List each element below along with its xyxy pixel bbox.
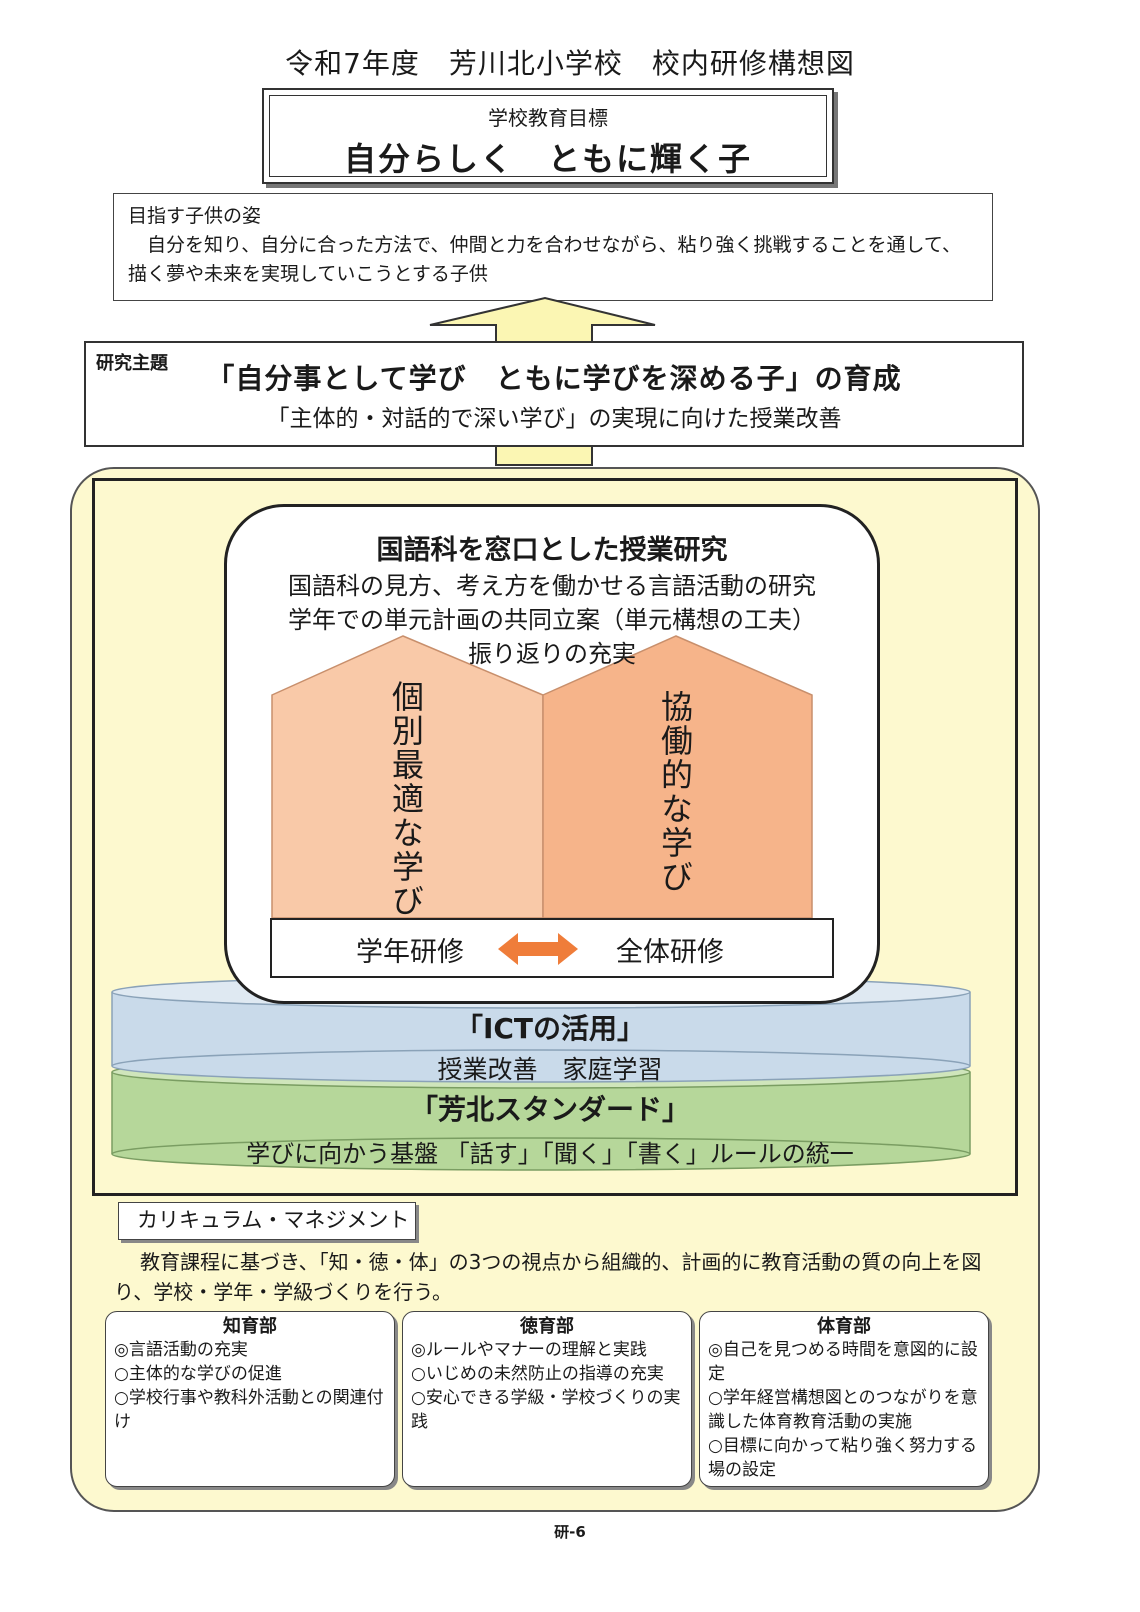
dept-title: 徳育部 [520, 1316, 574, 1337]
school-goal-inner-frame [269, 95, 827, 177]
dept-title: 知育部 [223, 1316, 277, 1337]
grade-training-label: 学年研修 [356, 937, 464, 968]
dept-item: ◎ルールやマナーの理解と実践 [411, 1340, 647, 1360]
foundation-cylinders [111, 975, 971, 1171]
school-goal-box: 学校教育目標 自分らしく ともに輝く子 [262, 88, 834, 184]
curriculum-description: 教育課程に基づき、「知・徳・体」の3つの視点から組織的、計画的に教育活動の質の向… [114, 1250, 982, 1304]
lesson-study-line-3: 振り返りの充実 [468, 640, 636, 668]
lesson-study-line-1: 国語科の見方、考え方を働かせる言語活動の研究 [288, 572, 816, 600]
lesson-study-title: 国語科を窓口とした授業研究 [376, 535, 728, 566]
dept-title: 体育部 [817, 1316, 871, 1337]
ideal-child-description: 自分を知り、自分に合った方法で、仲間と力を合わせながら、粘り強く挑戦することを通… [128, 234, 961, 285]
dept-item: ○目標に向かって粘り強く努力する場の設定 [708, 1436, 977, 1480]
dept-item: ○いじめの未然防止の指導の充実 [411, 1364, 664, 1384]
learning-pillars [271, 635, 813, 919]
research-theme-sub: 「主体的・対話的で深い学び」の実現に向けた授業改善 [266, 406, 842, 432]
pillar-right-shape [542, 635, 813, 919]
double-arrow-icon [498, 933, 578, 965]
dept-physical: 体育部 ◎自己を見つめる時間を意図的に設定 ○学年経営構想図とのつながりを意識し… [699, 1311, 989, 1487]
research-theme-main: 「自分事として学び ともに学びを深める子」の育成 [206, 362, 902, 395]
ideal-child-label: 目指す子供の姿 [128, 205, 262, 227]
dept-item: ○学年経営構想図とのつながりを意識した体育教育活動の実施 [708, 1388, 978, 1432]
pillar-left-label: 個別最適な学び [387, 680, 425, 918]
page-number: 研-6 [554, 1523, 586, 1541]
school-goal-text: 自分らしく ともに輝く子 [343, 140, 752, 178]
ict-title: 「ICTの活用」 [454, 1012, 646, 1045]
research-theme-box: 研究主題 「自分事として学び ともに学びを深める子」の育成 「主体的・対話的で深… [84, 341, 1024, 447]
dept-item: ○学校行事や教科外活動との関連付け [114, 1388, 384, 1432]
curriculum-label: カリキュラム・マネジメント [118, 1202, 416, 1240]
lesson-study-line-2: 学年での単元計画の共同立案（単元構想の工夫） [288, 606, 816, 634]
dept-item: ◎自己を見つめる時間を意図的に設定 [708, 1340, 978, 1384]
training-bar: 学年研修 全体研修 [270, 918, 834, 978]
ideal-child-box: 目指す子供の姿 自分を知り、自分に合った方法で、仲間と力を合わせながら、粘り強く… [113, 193, 993, 301]
dept-moral: 徳育部 ◎ルールやマナーの理解と実践 ○いじめの未然防止の指導の充実 ○安心でき… [402, 1311, 692, 1487]
all-training-label: 全体研修 [616, 937, 724, 968]
pillar-right-label: 協働的な学び [656, 690, 694, 894]
dept-intellectual: 知育部 ◎言語活動の充実 ○主体的な学びの促進 ○学校行事や教科外活動との関連付… [105, 1311, 395, 1487]
school-goal-label: 学校教育目標 [488, 106, 608, 130]
research-theme-label: 研究主題 [96, 353, 168, 374]
page-title: 令和7年度 芳川北小学校 校内研修構想図 [285, 47, 855, 80]
standard-title: 「芳北スタンダード」 [409, 1093, 690, 1126]
dept-item: ○主体的な学びの促進 [114, 1364, 282, 1384]
standard-description: 学びに向かう基盤 「話す」「聞く」「書く」ルールの統一 [246, 1140, 854, 1168]
dept-item: ◎言語活動の充実 [114, 1340, 248, 1360]
ict-items: 授業改善 家庭学習 [437, 1055, 663, 1084]
dept-item: ○安心できる学級・学校づくりの実践 [411, 1388, 681, 1432]
